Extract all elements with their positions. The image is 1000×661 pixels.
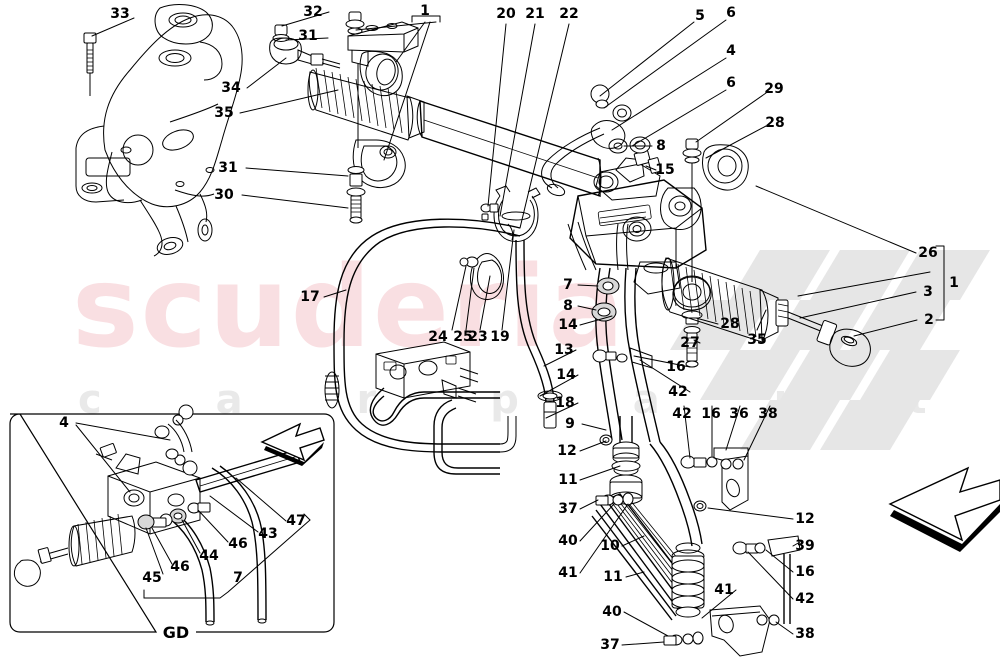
callout-42: 42 (672, 406, 692, 422)
callout-41: 41 (558, 565, 578, 581)
callout-42: 42 (795, 591, 815, 607)
callout-28: 28 (720, 316, 740, 332)
callout-42: 42 (668, 384, 688, 400)
rack-boot-left (307, 67, 425, 141)
callout-1: 1 (949, 275, 959, 291)
callout-25: 25 (453, 329, 473, 345)
lower-pipe-bracket (369, 341, 500, 475)
callout-39: 39 (795, 538, 815, 554)
callout-28: 28 (765, 115, 785, 131)
callout-46: 46 (228, 536, 248, 552)
callout-37: 37 (558, 501, 578, 517)
callout-20: 20 (496, 6, 516, 22)
callout-22: 22 (559, 6, 579, 22)
callout-44: 44 (199, 548, 219, 564)
callout-32: 32 (303, 4, 323, 20)
callout-3: 3 (923, 284, 933, 300)
rack-mount-bracket-top (345, 11, 419, 224)
direction-arrow-main (888, 466, 1000, 552)
callout-2: 2 (924, 312, 934, 328)
callout-30: 30 (214, 187, 234, 203)
inset-panel (9, 404, 335, 633)
callout-38: 38 (795, 626, 815, 642)
rack-boot-right (661, 257, 871, 367)
callout-6: 6 (726, 75, 736, 91)
callout-16: 16 (666, 359, 686, 375)
center-pipe-13 (515, 239, 563, 429)
callout-14: 14 (558, 317, 578, 333)
hose-clamp-group (459, 185, 541, 300)
callout-6: 6 (726, 5, 736, 21)
callout-31: 31 (218, 160, 238, 176)
callout-18: 18 (555, 395, 575, 411)
callout-36: 36 (729, 406, 749, 422)
callout-14: 14 (556, 367, 576, 383)
callout-9: 9 (565, 416, 575, 432)
callout-11: 11 (603, 569, 623, 585)
callout-16: 16 (795, 564, 815, 580)
callout-43: 43 (258, 526, 278, 542)
callout-38: 38 (758, 406, 778, 422)
callout-15: 15 (655, 162, 675, 178)
callout-4: 4 (59, 415, 69, 431)
callout-10: 10 (600, 538, 620, 554)
callout-35: 35 (214, 105, 234, 121)
return-hose-17 (324, 218, 521, 453)
callout-13: 13 (554, 342, 574, 358)
callout-23: 23 (468, 329, 488, 345)
steering-knuckle (75, 4, 243, 257)
tie-rod-end-left (269, 24, 341, 69)
callout-1: 1 (420, 3, 430, 19)
callout-37: 37 (600, 637, 620, 653)
callout-47: 47 (286, 513, 306, 529)
callout-41: 41 (714, 582, 734, 598)
callout-8: 8 (563, 298, 573, 314)
cooler-brackets (709, 447, 801, 657)
callout-26: 26 (918, 245, 938, 261)
leader-lines (91, 11, 945, 646)
callout-40: 40 (602, 604, 622, 620)
steering-gear-housing (569, 138, 707, 295)
callout-35: 35 (747, 332, 767, 348)
callout-12: 12 (795, 511, 815, 527)
callout-12: 12 (557, 443, 577, 459)
steering-rack-tube (416, 100, 602, 197)
callout-17: 17 (300, 289, 320, 305)
callout-7: 7 (563, 277, 573, 293)
oil-cooler-assembly (591, 416, 705, 621)
callout-46: 46 (170, 559, 190, 575)
callout-40: 40 (558, 533, 578, 549)
callout-8: 8 (656, 138, 666, 154)
callout-29: 29 (764, 81, 784, 97)
callout-5: 5 (695, 8, 705, 24)
callout-27: 27 (680, 335, 700, 351)
callout-45: 45 (142, 570, 162, 586)
callout-24: 24 (428, 329, 448, 345)
pressure-hose-bundle (567, 221, 661, 443)
callout-7: 7 (233, 570, 243, 586)
callout-21: 21 (525, 6, 545, 22)
callout-34: 34 (221, 80, 241, 96)
callout-11: 11 (558, 472, 578, 488)
callout-16: 16 (701, 406, 721, 422)
callout-33: 33 (110, 6, 130, 22)
callout-4: 4 (726, 43, 736, 59)
callout-GD: GD (162, 623, 190, 642)
callout-31: 31 (298, 28, 318, 44)
bolt-33 (83, 32, 97, 96)
direction-arrow-inset (260, 422, 325, 466)
callout-19: 19 (490, 329, 510, 345)
